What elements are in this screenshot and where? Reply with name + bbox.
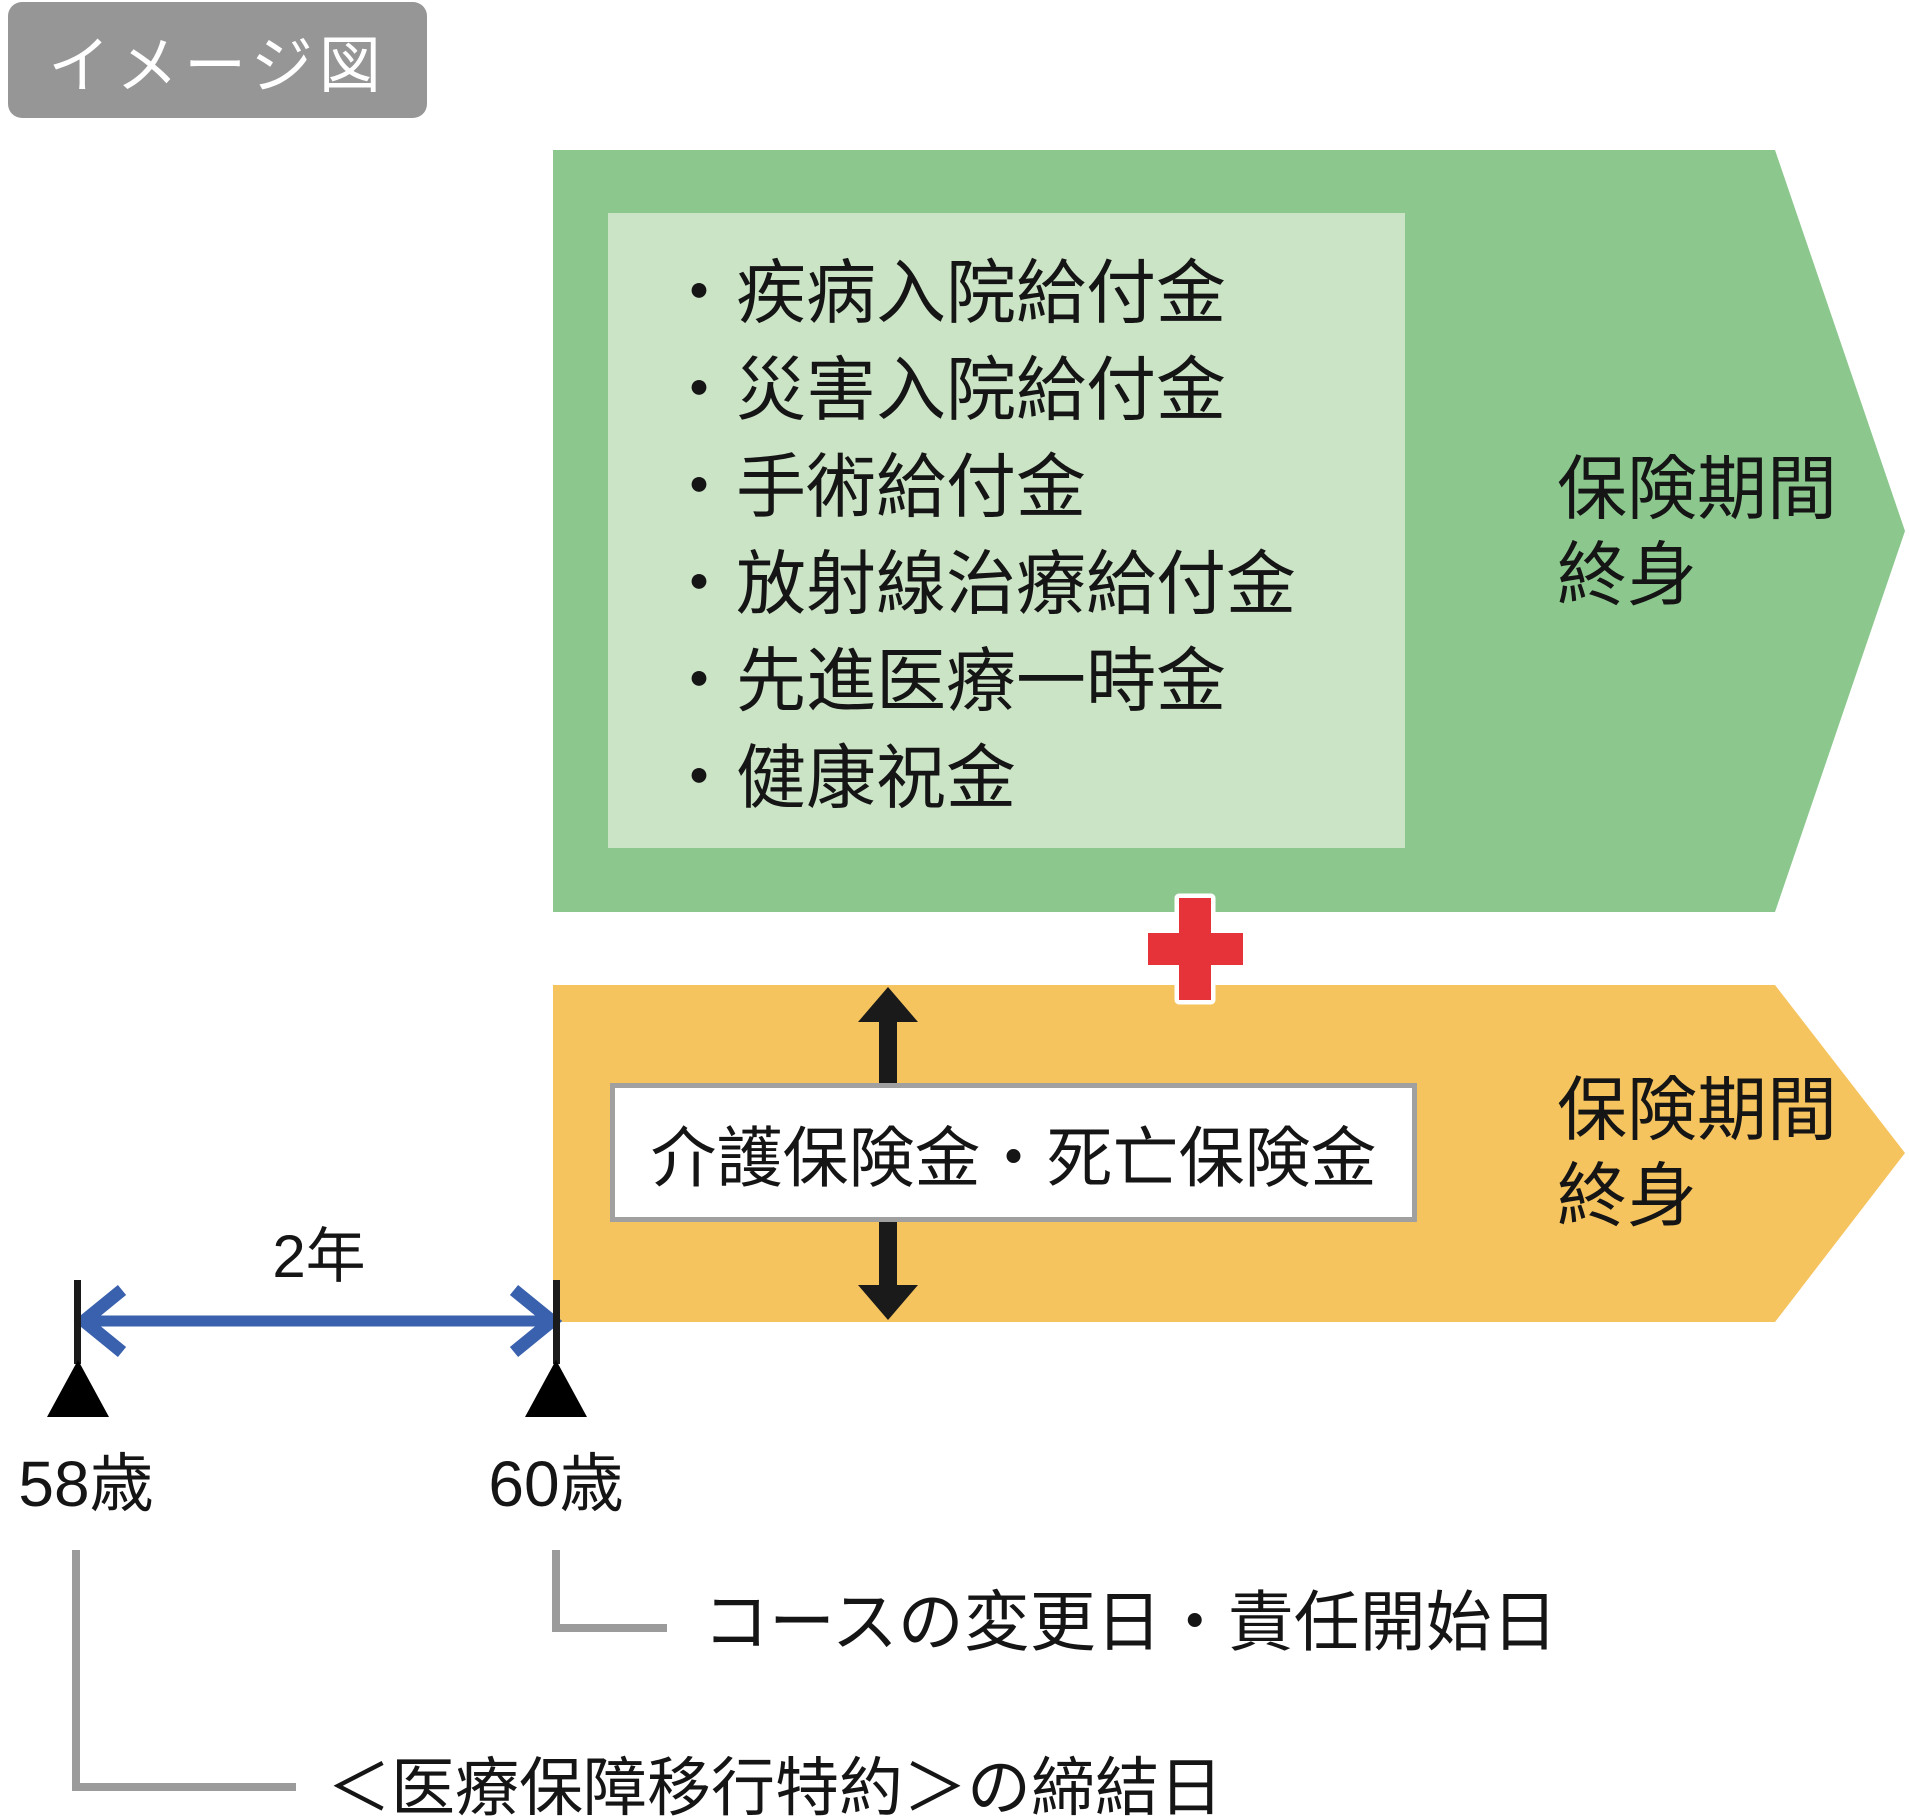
benefit-item: ・ 疾病入院給付金 <box>664 239 1405 336</box>
bullet-icon: ・ <box>664 642 734 720</box>
benefit-item: ・ 先進医療一時金 <box>664 627 1405 724</box>
benefit-item-label: 放射線治療給付金 <box>736 545 1296 623</box>
green-period-label-line2: 終身 <box>1557 536 1697 614</box>
age-60-marker-triangle-icon <box>525 1360 587 1417</box>
duration-span-arrow-icon <box>73 1284 563 1358</box>
right-arrowhead-icon <box>509 1284 563 1358</box>
bullet-icon: ・ <box>664 448 734 526</box>
benefit-item-label: 手術給付金 <box>736 448 1086 526</box>
benefit-item-label: 疾病入院給付金 <box>736 254 1226 332</box>
green-period-label-line1: 保険期間 <box>1557 450 1837 528</box>
left-arrowhead-icon <box>73 1284 127 1358</box>
care-death-benefit-label: 介護保険金・死亡保険金 <box>650 1120 1377 1195</box>
plus-icon <box>1143 893 1248 1005</box>
benefit-item: ・ 手術給付金 <box>664 433 1405 530</box>
orange-period-label-line2: 終身 <box>1557 1157 1697 1235</box>
bullet-icon: ・ <box>664 739 734 817</box>
up-arrowhead-icon <box>858 987 918 1022</box>
benefit-list-box: ・ 疾病入院給付金 ・ 災害入院給付金 ・ 手術給付金 ・ 放射線治療給付金 ・… <box>608 213 1405 848</box>
change-date-connector-line <box>552 1550 667 1632</box>
benefit-item: ・ 健康祝金 <box>664 724 1405 821</box>
green-period-label: 保険期間 終身 <box>1557 446 1837 618</box>
change-date-note-label: コースの変更日・責任開始日 <box>703 1585 1558 1659</box>
duration-label: 2年 <box>272 1223 366 1290</box>
conclusion-date-note-label: ＜医療保障移行特約＞の締結日 <box>327 1752 1223 1819</box>
timeline-tick-60 <box>553 1280 560 1364</box>
benefit-item-label: 災害入院給付金 <box>736 351 1226 429</box>
care-death-benefit-box: 介護保険金・死亡保険金 <box>610 1083 1417 1222</box>
benefit-item-label: 健康祝金 <box>736 739 1016 817</box>
bullet-icon: ・ <box>664 351 734 429</box>
orange-period-label: 保険期間 終身 <box>1557 1067 1837 1239</box>
age-60-label: 60歳 <box>488 1448 624 1520</box>
age-58-label: 58歳 <box>18 1448 154 1520</box>
conclusion-date-connector-line <box>72 1550 296 1791</box>
bullet-icon: ・ <box>664 545 734 623</box>
benefit-item-label: 先進医療一時金 <box>736 642 1226 720</box>
orange-period-label-line1: 保険期間 <box>1557 1071 1837 1149</box>
bullet-icon: ・ <box>664 254 734 332</box>
age-58-marker-triangle-icon <box>47 1360 109 1417</box>
timeline-tick-58 <box>74 1280 81 1364</box>
image-diagram-tag: イメージ図 <box>8 2 427 118</box>
image-diagram-tag-label: イメージ図 <box>48 32 387 101</box>
down-arrowhead-icon <box>858 1285 918 1320</box>
benefit-item: ・ 放射線治療給付金 <box>664 530 1405 627</box>
benefit-item: ・ 災害入院給付金 <box>664 336 1405 433</box>
